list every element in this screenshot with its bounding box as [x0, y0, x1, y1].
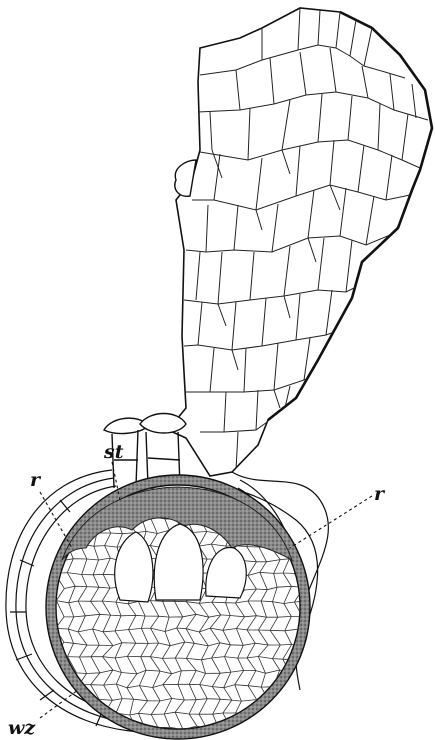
label-wz: wz	[8, 717, 36, 739]
label-st: st	[103, 441, 124, 463]
label-r-right: r	[374, 483, 386, 505]
label-r-left: r	[30, 469, 42, 491]
thallus-lobe	[168, 8, 432, 476]
pointer-r-right	[290, 496, 372, 548]
